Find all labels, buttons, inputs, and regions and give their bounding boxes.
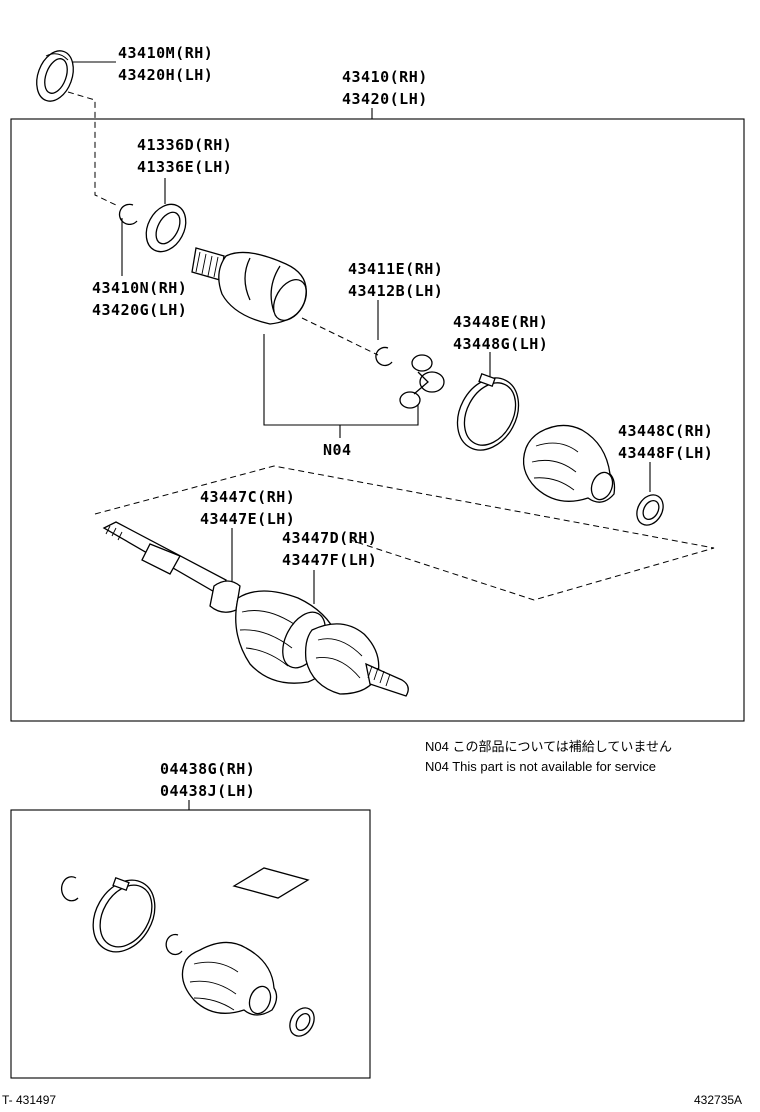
- kit-clamp-part: [289, 1007, 315, 1037]
- label-snapring-lh: 43420G(LH): [92, 301, 187, 319]
- note-japanese: N04 この部品については補給していません: [425, 739, 672, 754]
- boot-clamp-part: [636, 494, 664, 526]
- label-snapring-rh: 43410N(RH): [92, 279, 187, 297]
- label-boot-clamp-lh: 43448F(LH): [618, 444, 713, 462]
- footer-right-code: 432735A: [694, 1093, 742, 1107]
- oil-seal-part: [36, 50, 74, 102]
- bearing-part: [145, 203, 187, 253]
- label-bearing-rh: 41336D(RH): [137, 136, 232, 154]
- label-outer-band-rh: 43447D(RH): [282, 529, 377, 547]
- label-band-rh: 43448E(RH): [453, 313, 548, 331]
- label-clip-lh: 43412B(LH): [348, 282, 443, 300]
- label-n04: N04: [323, 441, 352, 459]
- assembly-frame: [10, 118, 745, 722]
- label-outer-band-lh: 43447F(LH): [282, 551, 377, 569]
- label-kit-rh: 04438G(RH): [160, 760, 255, 778]
- kit-grease-packet-part: [232, 867, 310, 899]
- kit-frame: [10, 809, 371, 1079]
- tripod-part: [399, 354, 445, 409]
- note-english: N04 This part is not available for servi…: [425, 759, 656, 774]
- dashed-guides: [67, 91, 715, 601]
- label-seal-rh: 43410M(RH): [118, 44, 213, 62]
- kit-boot-part: [181, 941, 278, 1016]
- label-assembly-lh: 43420(LH): [342, 90, 428, 108]
- snap-ring-part: [118, 203, 138, 225]
- label-outer-clamp-lh: 43447E(LH): [200, 510, 295, 528]
- label-seal-lh: 43420H(LH): [118, 66, 213, 84]
- kit-circlip-part: [165, 933, 183, 956]
- inboard-boot-part: [522, 424, 616, 503]
- label-band-lh: 43448G(LH): [453, 335, 548, 353]
- kit-band-part: [92, 877, 156, 953]
- label-assembly-rh: 43410(RH): [342, 68, 428, 86]
- label-kit-lh: 04438J(LH): [160, 782, 255, 800]
- footer-left-code: T- 431497: [2, 1093, 56, 1107]
- label-boot-clamp-rh: 43448C(RH): [618, 422, 713, 440]
- label-bearing-lh: 41336E(LH): [137, 158, 232, 176]
- label-clip-rh: 43411E(RH): [348, 260, 443, 278]
- kit-snap-ring-part: [61, 876, 79, 902]
- inboard-joint-housing: [191, 247, 308, 325]
- boot-band-part: [456, 373, 520, 451]
- circlip-part: [375, 346, 393, 367]
- drive-shaft-part: [102, 521, 409, 697]
- leader-lines: [72, 61, 651, 810]
- label-outer-clamp-rh: 43447C(RH): [200, 488, 295, 506]
